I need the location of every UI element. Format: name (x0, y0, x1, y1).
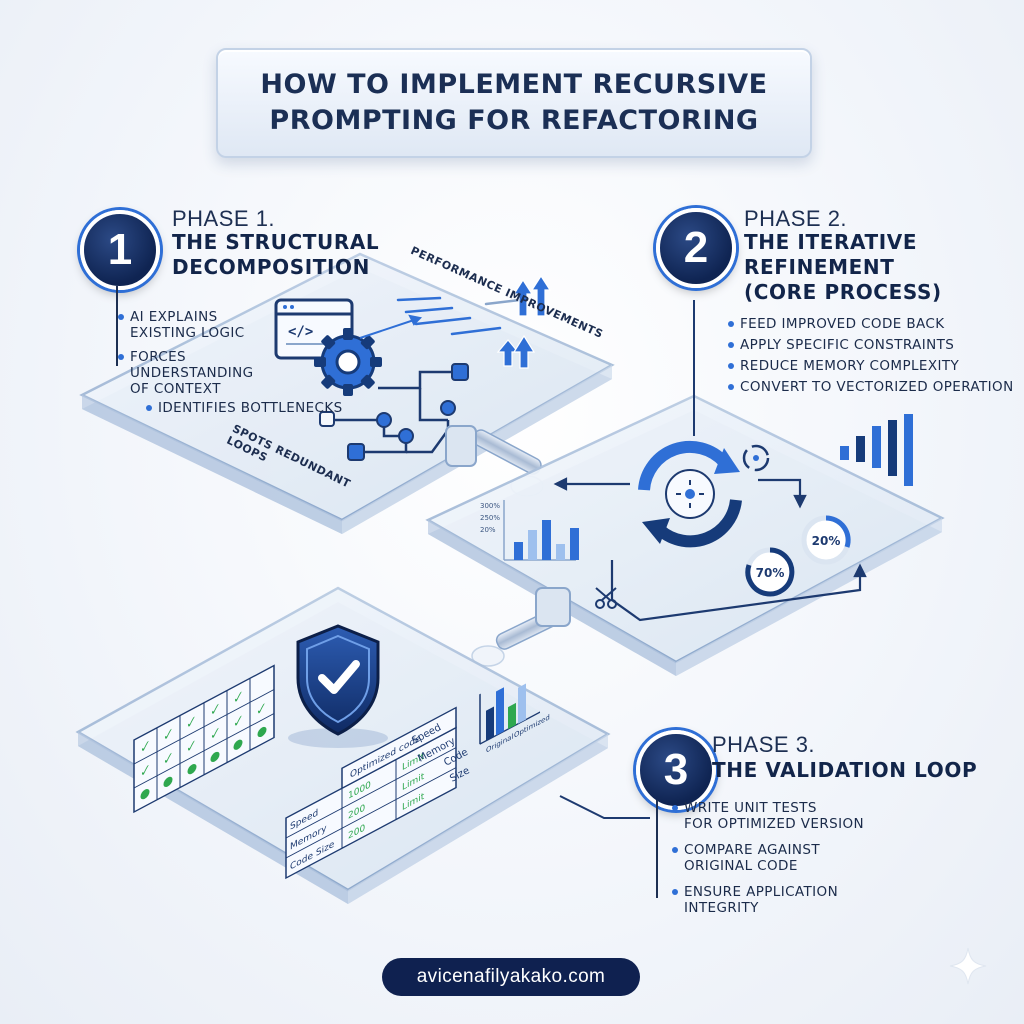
test-checklist-grid: ✓ ✓ ✓ ✓ ✓ ✓ ✓ ✓ ✓ ✓ ✓ (133, 664, 275, 814)
phase-1-title-line-2: DECOMPOSITION (172, 255, 370, 279)
svg-text:250%: 250% (480, 514, 500, 522)
phase-3-label: PHASE 3. (712, 732, 816, 757)
phase-2-bullet: CONVERT TO VECTORIZED OPERATION (728, 379, 1014, 395)
phase-2-bullet: REDUCE MEMORY COMPLEXITY (728, 358, 1014, 374)
phase-2-title-line-2: REFINEMENT (744, 255, 895, 279)
phase-2-bullet: FEED IMPROVED CODE BACK (728, 316, 1014, 332)
gauge-70 (745, 547, 795, 597)
connector-pipe-2 (471, 587, 571, 667)
title-line-1: HOW TO IMPLEMENT RECURSIVE (260, 69, 768, 100)
svg-text:</>: </> (288, 324, 313, 340)
phase-2-bullet: APPLY SPECIFIC CONSTRAINTS (728, 337, 1014, 353)
gauge-20 (801, 515, 851, 565)
phase-1-bullets: AI EXPLAINS EXISTING LOGIC FORCES UNDERS… (118, 309, 254, 397)
identifies-bottlenecks-bullet: IDENTIFIES BOTTLENECKS (146, 400, 343, 416)
phase-1-title: THE STRUCTURAL DECOMPOSITION (172, 230, 379, 280)
flow-diagram (330, 370, 458, 454)
sparkle-icon (949, 947, 987, 985)
comparison-table: Optimized code Speed 1000 Limit Memory 2… (285, 706, 457, 880)
phase-1-badge: 1 (80, 210, 160, 290)
panel-2-flow (553, 477, 867, 622)
phase-2-label: PHASE 2. (744, 206, 848, 231)
phase-3-title: THE VALIDATION LOOP (712, 758, 977, 783)
phase-3-bullet-cont: ORIGINAL CODE (684, 858, 798, 874)
phase-1-title-line-1: THE STRUCTURAL (172, 230, 380, 254)
phase-1-bullet: AI EXPLAINS (118, 309, 254, 325)
svg-text:✓: ✓ (210, 724, 221, 745)
phase-1-label: PHASE 1. (172, 206, 276, 231)
phase-3-bullet-cont: INTEGRITY (684, 900, 759, 916)
svg-text:✓: ✓ (233, 711, 244, 732)
up-arrows-icon (496, 274, 552, 369)
phase-3-bullet-cont: FOR OPTIMIZED VERSION (684, 816, 864, 832)
phase-3-bullet: ENSURE APPLICATION (672, 884, 864, 900)
phase-1-bullet-cont: EXISTING LOGIC (130, 325, 245, 341)
svg-text:300%: 300% (480, 502, 500, 510)
phase-1-bullet-cont: UNDERSTANDING (130, 365, 254, 381)
panel-2-bar-chart: 300% 250% 20% (480, 500, 579, 561)
phase-2-bullets: FEED IMPROVED CODE BACK APPLY SPECIFIC C… (728, 316, 1014, 395)
footer-url[interactable]: avicenafilyakako.com (382, 958, 640, 996)
phase-2-title-line-1: THE ITERATIVE (744, 230, 918, 254)
title-line-2: PROMPTING FOR REFACTORING (269, 105, 759, 136)
flow-nodes (319, 363, 469, 461)
shield-check-icon (288, 624, 388, 748)
phase-2-badge: 2 (656, 208, 736, 288)
phase-1-bullet: FORCES (118, 349, 254, 365)
svg-text:✓: ✓ (210, 700, 221, 721)
svg-text:✓: ✓ (140, 761, 151, 782)
gauge-20-label: 20% (812, 534, 841, 548)
svg-text:✓: ✓ (233, 687, 244, 708)
phase-2-title: THE ITERATIVE REFINEMENT (CORE PROCESS) (744, 230, 942, 305)
phase-3-bullets: WRITE UNIT TESTS FOR OPTIMIZED VERSION C… (672, 800, 864, 916)
phase-1-panel-bullet: IDENTIFIES BOTTLENECKS (146, 400, 343, 416)
svg-text:✓: ✓ (186, 712, 197, 733)
svg-text:✓: ✓ (186, 736, 197, 757)
scissors-icon (595, 587, 617, 609)
svg-text:20%: 20% (480, 526, 496, 534)
svg-text:✓: ✓ (140, 737, 151, 758)
phase-2-title-line-3: (CORE PROCESS) (744, 280, 942, 304)
ascending-bars-icon (840, 414, 913, 486)
refresh-cycle-icon (638, 440, 742, 548)
speed-lines (396, 296, 522, 336)
arrow-code-to-panel (359, 314, 423, 339)
gear-icon (314, 328, 382, 396)
phase-3-bullet: WRITE UNIT TESTS (672, 800, 864, 816)
phase-3-bullet: COMPARE AGAINST (672, 842, 864, 858)
sync-icon (742, 444, 770, 472)
phase-3-title-line-1: THE VALIDATION LOOP (712, 758, 978, 782)
svg-text:✓: ✓ (163, 725, 174, 746)
phase-3-badge: 3 (636, 730, 716, 810)
title-box: HOW TO IMPLEMENT RECURSIVE PROMPTING FOR… (216, 48, 812, 158)
svg-text:✓: ✓ (163, 749, 174, 770)
svg-text:✓: ✓ (256, 699, 267, 720)
phase-1-bullet-cont: OF CONTEXT (130, 381, 221, 397)
gauge-70-label: 70% (756, 566, 785, 580)
